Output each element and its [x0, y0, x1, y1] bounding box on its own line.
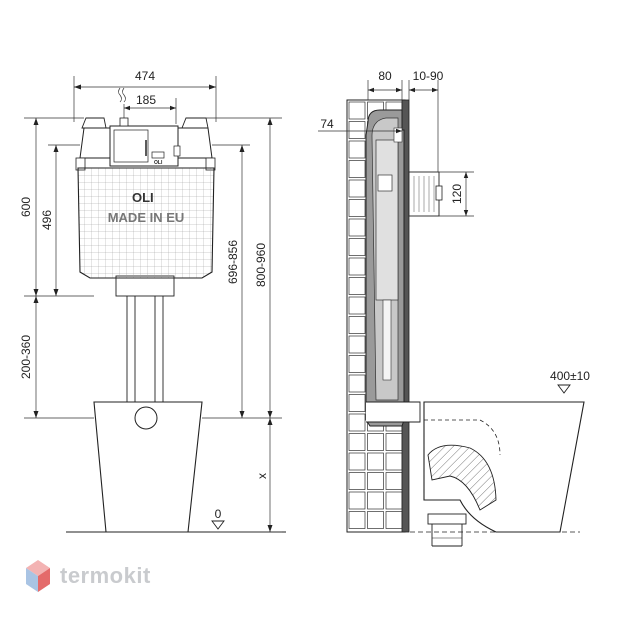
dim-pipe-120: 120 — [439, 171, 474, 217]
level-zero-label: 0 — [215, 507, 222, 521]
dim-range-696-856-label: 696-856 — [226, 240, 240, 284]
side-view: 80 10-90 74 120 400±10 — [318, 69, 590, 547]
dim-range-696-856: 696-856 — [226, 145, 245, 418]
termokit-logo-text: termokit — [60, 563, 151, 588]
termokit-logo-icon — [26, 560, 50, 592]
wall-brick — [348, 433, 366, 451]
dim-width-474-label: 474 — [135, 69, 155, 83]
tank-small-brand: OLI — [154, 160, 163, 166]
dim-height-600: 600 — [19, 118, 39, 296]
wall-brick — [348, 316, 366, 334]
dim-width-474: 474 — [73, 69, 217, 122]
dim-range-800-960: 800-960 — [254, 118, 273, 418]
wall-brick — [367, 472, 384, 490]
dim-flush-185: 185 — [124, 93, 177, 124]
wall-brick — [367, 491, 384, 510]
dim-range-800-960-label: 800-960 — [254, 243, 268, 287]
dim-range-10-90: 10-90 — [408, 69, 444, 172]
flush-pipe-side — [366, 401, 421, 423]
height-400-label: 400±10 — [550, 369, 590, 383]
dim-depth-80: 80 — [367, 69, 403, 100]
wall-brick — [348, 277, 366, 295]
wc-bowl-side — [423, 401, 585, 533]
wall-brick — [348, 101, 366, 120]
wall-brick — [348, 121, 366, 139]
wall-brick — [348, 257, 366, 276]
wall-brick — [348, 355, 366, 373]
wall-brick — [348, 491, 366, 510]
dim-depth-80-label: 80 — [378, 69, 392, 83]
front-view: OLI OLI MADE IN EU — [19, 69, 286, 533]
wall-brick — [348, 199, 366, 217]
dim-x: x — [255, 418, 273, 532]
dim-pipe-120-label: 120 — [450, 184, 464, 204]
tank-body — [77, 167, 215, 279]
dim-depth-74-label: 74 — [320, 117, 334, 131]
wall-brick — [348, 160, 366, 178]
wall-brick — [348, 413, 366, 432]
flush-pipe-opening — [134, 406, 158, 430]
wall-brick — [367, 511, 384, 529]
wall-brick — [348, 374, 366, 393]
wall-brick — [385, 472, 403, 490]
wall-brick — [385, 491, 403, 510]
height-400-marker: 400±10 — [550, 369, 590, 394]
mounting-brackets — [81, 117, 209, 129]
wall-brick — [385, 433, 403, 451]
wall-brick — [385, 452, 403, 471]
dim-height-496-label: 496 — [40, 210, 54, 230]
wall-brick — [348, 296, 366, 315]
dim-flush-185-label: 185 — [136, 93, 156, 107]
drain-outlet — [427, 513, 467, 525]
level-zero-marker: 0 — [211, 507, 225, 530]
wall-brick — [348, 218, 366, 237]
wall-brick — [348, 452, 366, 471]
dim-height-496: 496 — [40, 145, 59, 296]
water-supply-icon — [118, 87, 129, 127]
wall-brick — [348, 179, 366, 198]
wc-bowl-front — [93, 401, 203, 533]
dim-x-label: x — [255, 473, 269, 479]
dim-range-200-360: 200-360 — [19, 296, 39, 418]
wall-brick — [348, 511, 366, 529]
wall-brick — [348, 394, 366, 412]
wall-brick — [348, 472, 366, 490]
dim-height-600-label: 600 — [19, 197, 33, 217]
termokit-logo: termokit — [24, 556, 151, 596]
drain-elbow — [427, 444, 497, 511]
wall-brick — [367, 452, 384, 471]
wall-brick — [348, 238, 366, 256]
wall-brick — [367, 433, 384, 451]
dim-range-10-90-label: 10-90 — [413, 69, 444, 83]
wall-brick — [348, 140, 366, 159]
tank-made-in: MADE IN EU — [108, 210, 185, 225]
tank-brand: OLI — [132, 190, 154, 205]
dim-depth-74: 74 — [318, 117, 402, 134]
frame-legs — [115, 275, 175, 403]
wall-brick — [385, 511, 403, 529]
dim-range-200-360-label: 200-360 — [19, 335, 33, 379]
wall-brick — [348, 335, 366, 354]
